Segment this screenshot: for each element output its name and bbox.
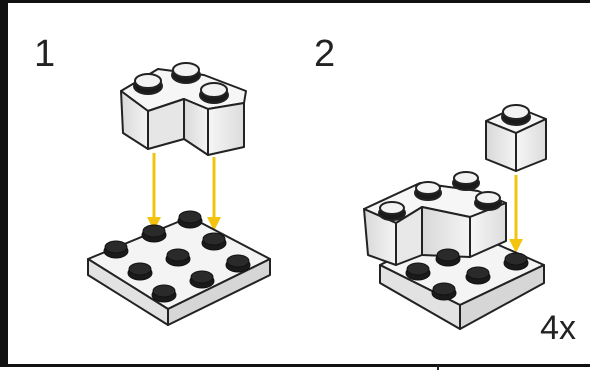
assembled-base-step2 (363, 171, 545, 330)
step-number-1: 1 (34, 33, 56, 75)
single-brick-step2 (485, 104, 547, 172)
quantity-multiplier: 4x (540, 309, 576, 347)
base-plate-studs (103, 210, 251, 303)
placement-arrow-step2 (509, 175, 523, 253)
corner-brick-studs (133, 62, 229, 104)
assembled-corner-studs (378, 171, 502, 221)
build-illustration (87, 62, 547, 370)
base-plate-step1 (87, 210, 271, 326)
step-number-2: 2 (314, 33, 336, 75)
corner-brick-step1 (120, 62, 247, 156)
placement-arrows-step1 (147, 153, 221, 231)
assembled-plate-studs (405, 248, 529, 301)
